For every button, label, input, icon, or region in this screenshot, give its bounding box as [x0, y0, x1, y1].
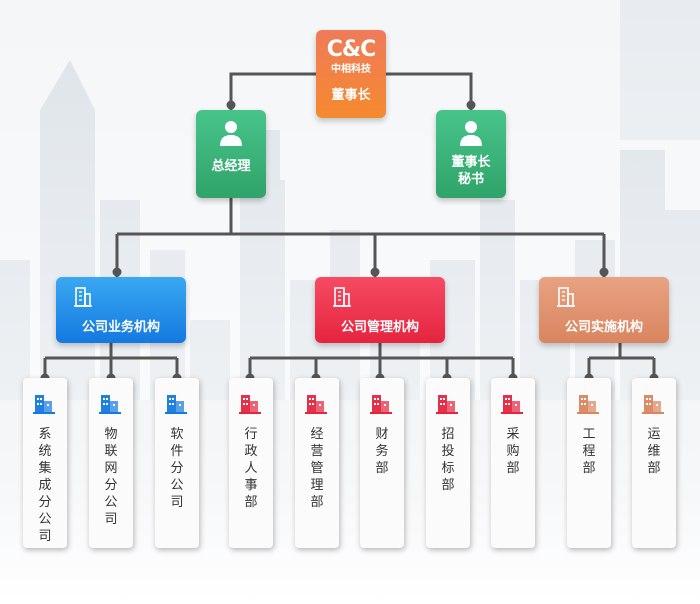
- unit-card: 系统集成分公司: [23, 378, 67, 548]
- unit-card: 物联网分公司: [89, 378, 133, 548]
- building-icon: [436, 392, 458, 414]
- building-icon: [165, 392, 187, 414]
- unit-name: 行政人事部: [244, 427, 258, 510]
- general-manager-title: 总经理: [211, 159, 251, 174]
- chairman-box: C&C 中相科技 董事长: [316, 30, 386, 118]
- unit-name: 软件分公司: [170, 427, 184, 510]
- building-icon: [305, 392, 327, 414]
- general-manager-box: 总经理: [196, 110, 266, 198]
- secretary-title-line1: 董事长: [451, 155, 491, 170]
- building-icon: [642, 392, 664, 414]
- unit-card: 软件分公司: [155, 378, 199, 548]
- unit-card: 运维部: [632, 378, 676, 548]
- unit-name: 招投标部: [441, 427, 455, 493]
- building-icon: [370, 392, 392, 414]
- company-logo: C&C: [316, 39, 386, 61]
- chairman-title: 董事长: [331, 88, 371, 103]
- unit-name: 系统集成分公司: [38, 427, 52, 544]
- unit-name: 物联网分公司: [104, 427, 118, 527]
- unit-card: 工程部: [567, 378, 611, 548]
- unit-card: 采购部: [491, 378, 535, 548]
- unit-card: 行政人事部: [229, 378, 273, 548]
- building-icon: [557, 287, 575, 307]
- unit-card: 招投标部: [426, 378, 470, 548]
- unit-name: 运维部: [647, 427, 661, 476]
- building-icon: [501, 392, 523, 414]
- department-title: 公司业务机构: [81, 320, 160, 335]
- building-icon: [239, 392, 261, 414]
- logo-text: C&C: [326, 37, 376, 62]
- department-title: 公司管理机构: [340, 320, 419, 335]
- unit-name: 采购部: [506, 427, 520, 476]
- building-icon: [33, 392, 55, 414]
- building-icon: [99, 392, 121, 414]
- user-icon: [460, 121, 482, 146]
- department-title: 公司实施机构: [564, 320, 643, 335]
- user-icon: [220, 121, 242, 146]
- unit-card: 财务部: [360, 378, 404, 548]
- department-box: 公司实施机构: [539, 277, 669, 343]
- logo-subtitle: 中相科技: [331, 64, 371, 75]
- building-icon: [74, 287, 92, 307]
- building-icon: [577, 392, 599, 414]
- department-box: 公司业务机构: [56, 277, 186, 343]
- building-icon: [333, 287, 351, 307]
- unit-name: 工程部: [582, 427, 596, 476]
- secretary-title-line2: 秘书: [457, 172, 484, 187]
- unit-name: 经营管理部: [310, 427, 324, 510]
- secretary-box: 董事长 秘书: [436, 110, 506, 198]
- unit-name: 财务部: [375, 427, 389, 476]
- department-box: 公司管理机构: [315, 277, 445, 343]
- secretary-title: 董事长 秘书: [436, 154, 506, 188]
- unit-card: 经营管理部: [295, 378, 339, 548]
